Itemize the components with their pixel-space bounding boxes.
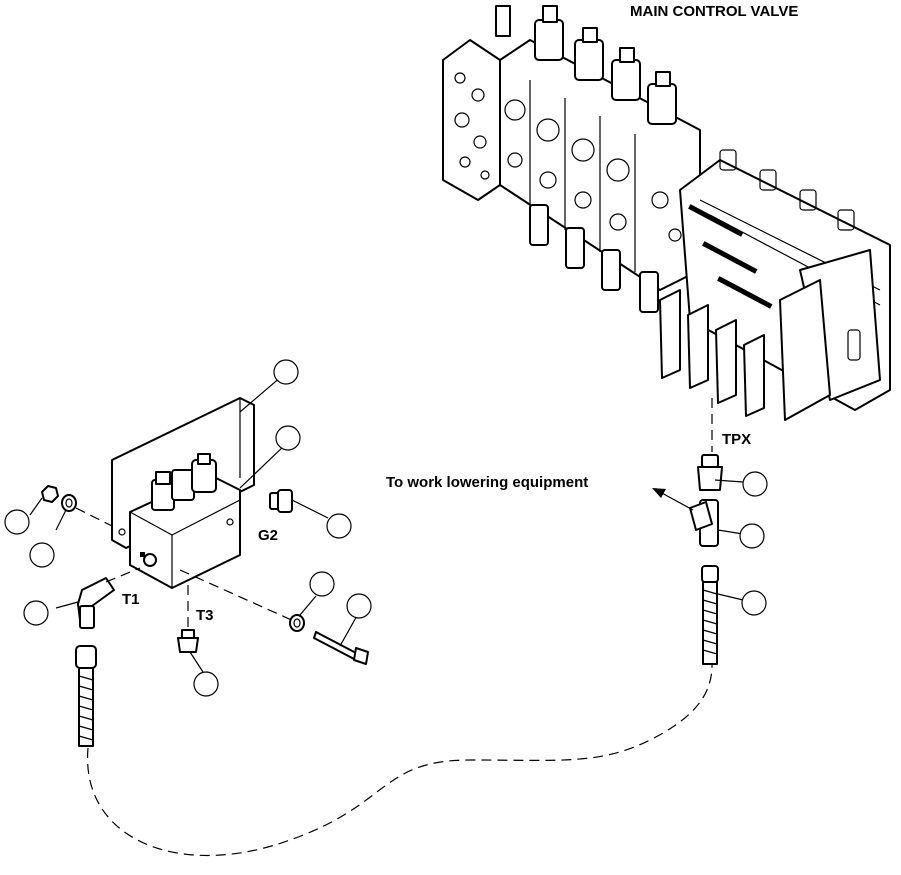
washer-left (55, 494, 77, 531)
bolt-axis-left (75, 507, 113, 527)
work-lowering-arrow (652, 488, 694, 511)
main-control-valve-label: MAIN CONTROL VALVE (630, 3, 798, 20)
g2-fitting (269, 489, 329, 519)
bolt-axis-right (179, 569, 297, 623)
callout-hose (741, 590, 767, 616)
t3-fitting (177, 585, 204, 673)
hex-nut (29, 485, 59, 516)
t1-port-label: T1 (122, 591, 140, 608)
valve-block (129, 453, 241, 589)
callout-t3-fitting (193, 671, 219, 697)
callout-nut (4, 509, 30, 535)
connecting-hose-path (87, 664, 713, 857)
g2-port-label: G2 (258, 527, 278, 544)
callout-tpx-fitting (742, 471, 768, 497)
callout-tee-fitting (739, 523, 765, 549)
callout-washer-left (29, 542, 55, 568)
tee-fitting (689, 499, 744, 547)
callout-bracket (273, 359, 299, 385)
callout-circles (4, 359, 768, 697)
callout-g2-fitting (326, 513, 352, 539)
t1-hose (75, 645, 97, 747)
washer-right (289, 595, 317, 632)
callout-valve-block (275, 425, 301, 451)
tpx-port-label: TPX (722, 431, 751, 448)
tpx-hose (701, 565, 744, 665)
bolt (313, 613, 369, 665)
t1-elbow-fitting (55, 567, 141, 629)
main-control-valve (442, 5, 891, 452)
leader-lines (239, 375, 287, 489)
callout-t1-elbow (23, 600, 49, 626)
callout-washer-right (309, 571, 335, 597)
tpx-fitting (697, 454, 744, 491)
callout-bolt (346, 593, 372, 619)
t3-port-label: T3 (196, 607, 214, 624)
work-lowering-label: To work lowering equipment (386, 474, 588, 491)
